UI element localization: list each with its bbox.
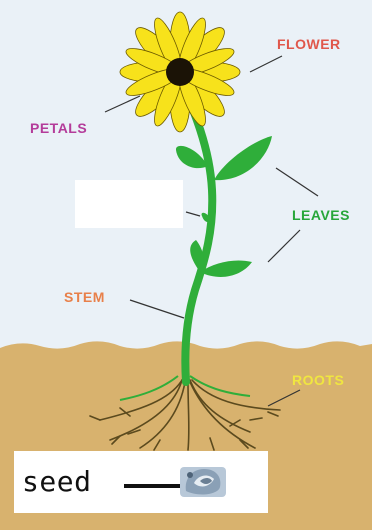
seed-pointer-line	[124, 484, 180, 488]
seed-label: seed	[22, 465, 91, 498]
roots-label: ROOTS	[292, 372, 344, 388]
blank-label-box	[75, 180, 183, 228]
petals-label: PETALS	[30, 120, 87, 136]
seed-image	[178, 461, 228, 501]
seed-box: seed	[14, 451, 268, 513]
flower-label: FLOWER	[277, 36, 341, 52]
flower-center	[166, 58, 194, 86]
stem-label: STEM	[64, 289, 105, 305]
leaves-label: LEAVES	[292, 207, 350, 223]
